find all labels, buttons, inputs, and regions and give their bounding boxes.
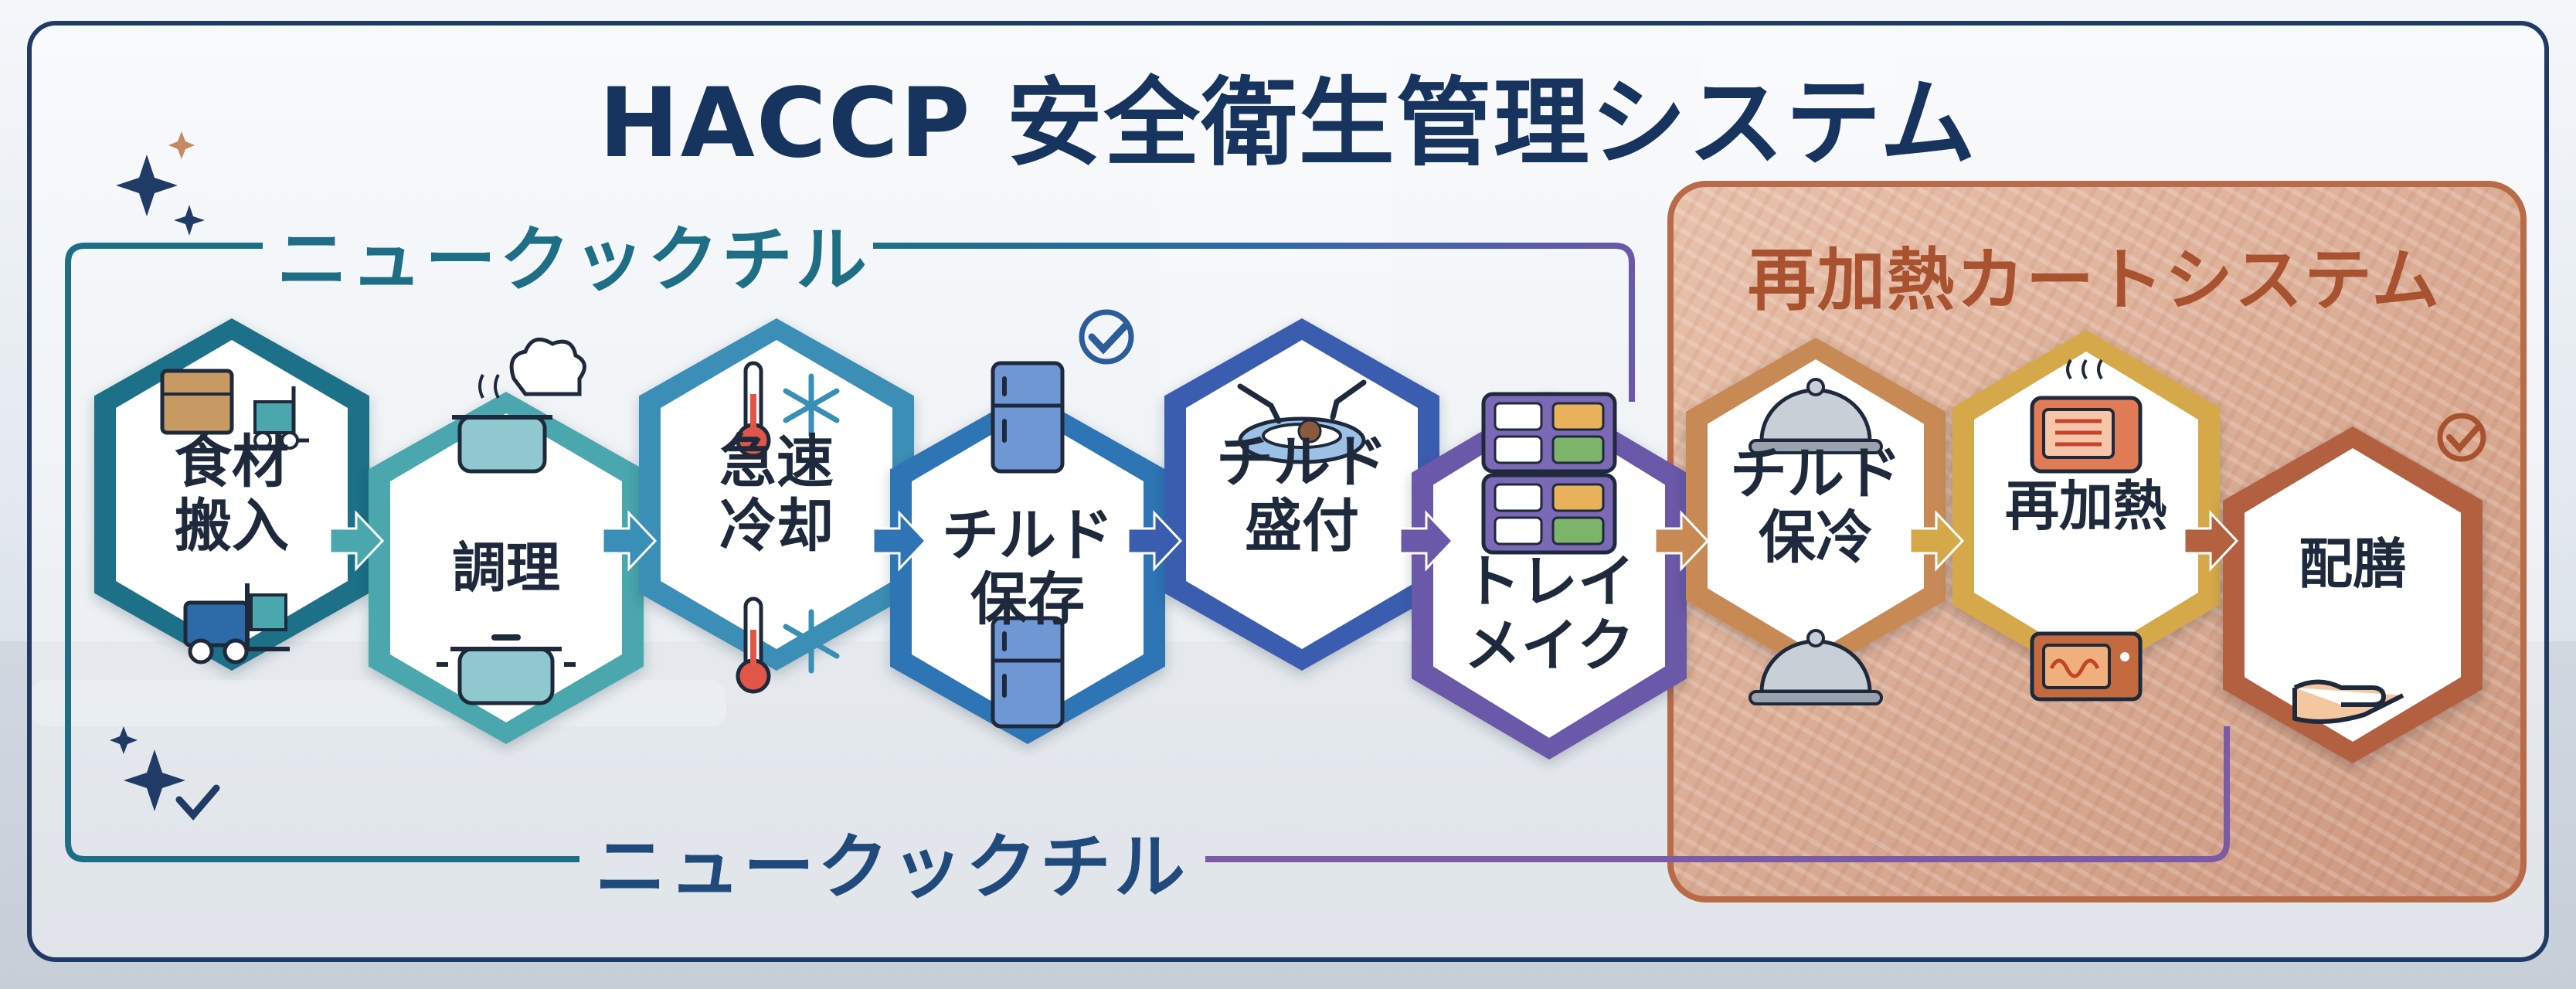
newcook-chill-label-bottom: ニュークックチル — [595, 826, 1189, 909]
chef-hat-pot-icon — [452, 337, 586, 474]
step-hexagon-face — [912, 413, 1144, 722]
reheating-cart-system-label: 再加熱カートシステム — [1748, 240, 2442, 320]
hands-plate-icon — [1237, 379, 1367, 464]
box-icon — [160, 369, 309, 450]
thermometer-snowflake-icon — [736, 361, 840, 458]
pot-icon — [437, 634, 576, 705]
serving-hand-icon — [2292, 679, 2404, 724]
process-step-label: 調理 — [452, 535, 560, 600]
flow-arrow-1 — [328, 510, 385, 572]
process-step-label: 再加熱 — [2005, 474, 2167, 538]
process-step-4 — [890, 361, 1165, 744]
step-hexagon-face — [390, 413, 622, 722]
cloche-icon — [1748, 378, 1883, 454]
process-step-label: 配膳 — [2299, 532, 2407, 596]
flow-arrow-2 — [601, 510, 658, 572]
newcook-chill-label-top: ニュークックチル — [277, 219, 871, 301]
step-hexagon-face — [2245, 448, 2461, 742]
process-step-6 — [1412, 392, 1687, 760]
newcook-loop-bottom — [1205, 726, 2230, 862]
flow-arrow-6 — [1653, 510, 1710, 572]
refrigerator-icon — [991, 616, 1065, 729]
flow-arrow-5 — [1398, 510, 1455, 572]
process-step-label: 食材 搬入 — [175, 429, 289, 559]
refrigerator-icon — [991, 361, 1065, 474]
flow-arrow-7 — [1908, 510, 1965, 572]
process-step-label: トレイ メイク — [1463, 549, 1635, 679]
cloche-icon — [1748, 629, 1883, 705]
process-step-label: チルド 保冷 — [1730, 440, 1901, 571]
tray-icon — [1481, 473, 1617, 555]
process-step-8 — [1952, 330, 2220, 702]
page-title: HACCP 安全衛生管理システム — [598, 68, 1978, 179]
newcook-loop-left — [65, 243, 579, 862]
flow-arrow-4 — [1127, 510, 1183, 572]
newcook-loop-top — [873, 243, 1635, 402]
process-step-7 — [1686, 338, 1946, 705]
oven-icon — [2030, 359, 2143, 474]
process-step-1 — [94, 318, 369, 671]
process-step-2 — [369, 337, 644, 744]
process-step-label: 急速 冷却 — [719, 429, 834, 559]
process-step-9 — [2223, 427, 2483, 763]
tray-icon — [1481, 392, 1617, 474]
forklift-icon — [183, 583, 290, 664]
flow-arrow-3 — [872, 510, 928, 572]
process-step-5 — [1164, 318, 1439, 671]
microwave-icon — [2030, 631, 2143, 702]
step-hexagon-face — [1186, 340, 1418, 649]
check-icon — [175, 309, 2486, 821]
process-step-3 — [639, 318, 914, 694]
process-step-label: チルド 保存 — [942, 502, 1113, 633]
flow-arrow-8 — [2183, 510, 2239, 572]
process-step-label: チルド 盛付 — [1216, 429, 1388, 559]
sparkle-icon — [110, 131, 205, 811]
thermometer-snowflake-icon — [736, 596, 840, 694]
